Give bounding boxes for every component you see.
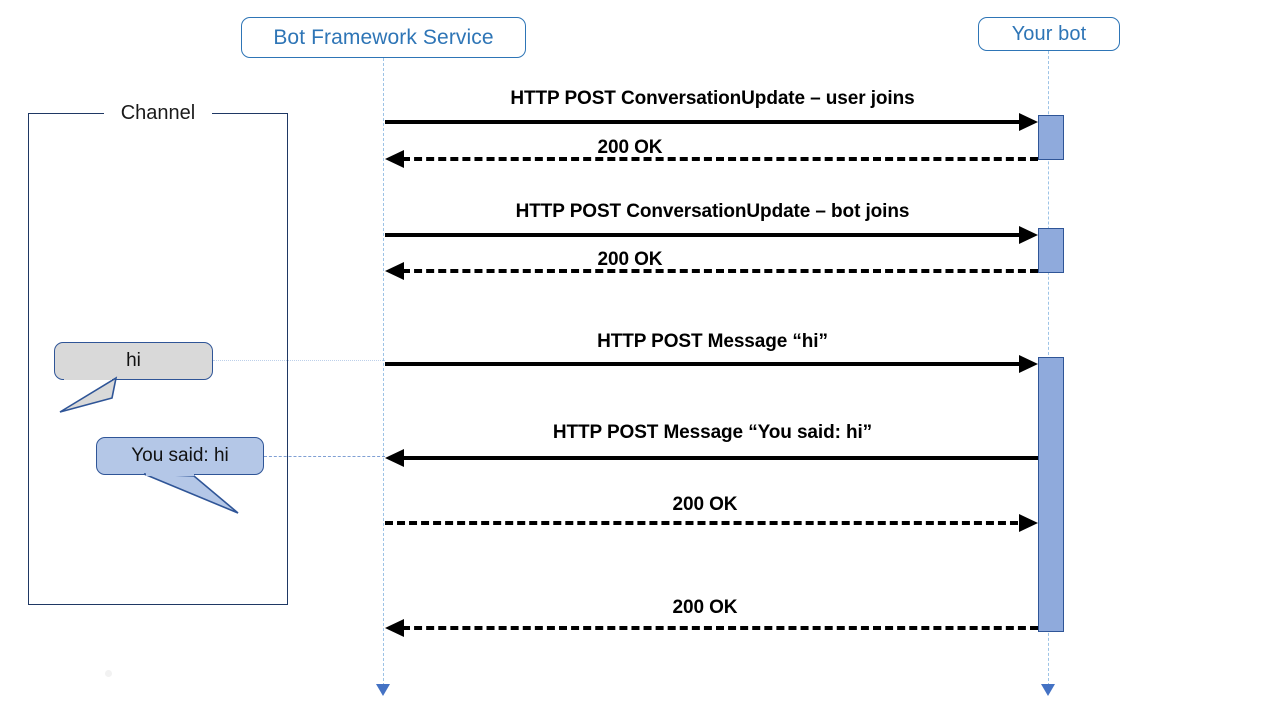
connector-user-bubble-to-lifeline — [213, 360, 385, 361]
arrow-head-right-icon-3 — [1019, 226, 1038, 244]
channel-group-border-right — [212, 113, 288, 114]
arrow-head-right-icon-7 — [1019, 514, 1038, 532]
message-label-4: 200 OK — [597, 249, 663, 270]
activation-bar-bot-joins — [1038, 228, 1064, 273]
message-label-5: HTTP POST Message “hi” — [597, 331, 828, 352]
arrow-head-left-icon-8 — [385, 619, 404, 637]
message-label-6: HTTP POST Message “You said: hi” — [552, 422, 873, 443]
arrow-head-right-icon-5 — [1019, 355, 1038, 373]
message-arrow-line-3 — [385, 233, 1030, 237]
lifeline-end-arrow-icon-bfs — [376, 684, 390, 696]
activation-bar-message-exchange — [1038, 357, 1064, 632]
message-label-2: 200 OK — [597, 137, 663, 158]
chat-bubble-user-text: hi — [126, 350, 141, 371]
message-label-3: HTTP POST ConversationUpdate – bot joins — [515, 201, 910, 222]
chat-bubble-bot-tail-icon — [143, 468, 239, 514]
connector-bot-bubble-to-lifeline — [264, 456, 385, 457]
chat-bubble-user-tail-icon — [59, 372, 118, 413]
message-arrow-line-7 — [385, 521, 1030, 525]
message-arrow-line-2 — [402, 157, 1038, 161]
activation-bar-user-joins — [1038, 115, 1064, 160]
participant-bot-framework-service-label: Bot Framework Service — [273, 25, 494, 49]
channel-group-box — [28, 113, 288, 605]
message-arrow-line-6 — [402, 456, 1038, 460]
message-arrow-line-5 — [385, 362, 1030, 366]
message-arrow-line-8 — [402, 626, 1038, 630]
message-arrow-line-1 — [385, 120, 1030, 124]
message-label-8: 200 OK — [672, 597, 738, 618]
chat-bubble-bot-text: You said: hi — [131, 445, 229, 466]
message-label-1: HTTP POST ConversationUpdate – user join… — [510, 88, 915, 109]
arrow-head-left-icon-6 — [385, 449, 404, 467]
participant-your-bot-label: Your bot — [1011, 22, 1087, 45]
channel-label: Channel — [104, 100, 212, 126]
lifeline-bot-framework-service — [383, 58, 384, 686]
participant-bot-framework-service[interactable]: Bot Framework Service — [241, 17, 526, 58]
arrow-head-left-icon-4 — [385, 262, 404, 280]
lifeline-end-arrow-icon-bot — [1041, 684, 1055, 696]
participant-your-bot[interactable]: Your bot — [978, 17, 1120, 51]
decorative-dot — [105, 670, 112, 677]
arrow-head-left-icon-2 — [385, 150, 404, 168]
message-arrow-line-4 — [402, 269, 1038, 273]
channel-group-border-left — [28, 113, 104, 114]
message-label-7: 200 OK — [672, 494, 738, 515]
arrow-head-right-icon-1 — [1019, 113, 1038, 131]
